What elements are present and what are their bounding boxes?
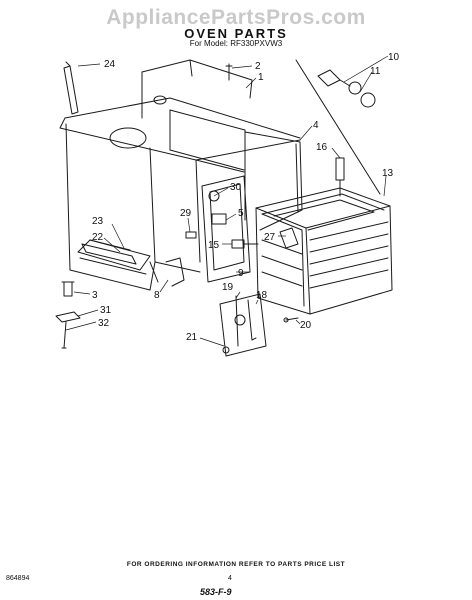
callout-16: 16 [316,142,328,153]
doc-number: 864894 [6,575,30,582]
callout-13: 13 [382,168,394,179]
callout-2: 2 [255,61,261,72]
part-24-strip [63,61,79,115]
callout-5: 5 [238,208,244,219]
watermark: AppliancePartsPros.com [106,6,366,29]
callout-19: 19 [222,282,234,293]
diagram-title: OVEN PARTS [184,26,288,41]
callout-15: 15 [208,240,220,251]
leader-lines [65,55,389,347]
part-31-32-leveler [55,311,81,349]
callout-22: 22 [92,232,104,243]
model-line: For Model: RF330PXVW3 [189,39,283,48]
part-21-screw [222,346,230,354]
callout-9: 9 [238,268,244,279]
callout-27: 27 [264,232,276,243]
part-18-19-element [219,293,267,357]
callout-29: 29 [180,208,192,219]
callout-3: 3 [92,290,98,301]
callout-11: 11 [370,66,381,77]
part-3-foot [61,281,75,297]
callout-20: 20 [300,320,312,331]
callout-1: 1 [258,72,264,83]
part-16-sensor [335,157,345,197]
part-20-screw [283,317,299,323]
page-number: 4 [228,575,232,582]
callout-23: 23 [92,216,104,227]
callout-4: 4 [313,120,319,131]
part-22-23-drawer [81,239,137,265]
part-30-29-brackets [185,190,227,239]
part-27-bracket [279,227,299,249]
oven-cabinet [59,59,303,291]
ordering-note: FOR ORDERING INFORMATION REFER TO PARTS … [126,561,346,568]
oven-liner [255,187,393,315]
part-2-screw [225,63,233,81]
handwritten-mark: 583-F-9 [200,587,232,597]
callout-labels: 24 2 1 10 11 4 16 13 30 5 29 15 27 23 22… [92,52,400,343]
part-8-hinge [149,257,185,287]
part-15-connector [231,239,259,249]
callout-32: 32 [98,318,110,329]
callout-30: 30 [230,182,242,193]
callout-8: 8 [154,290,160,301]
callout-24: 24 [104,59,116,70]
callout-21: 21 [186,332,198,343]
callout-31: 31 [100,305,112,316]
callout-10: 10 [388,52,400,63]
callout-18: 18 [256,290,268,301]
part-10-11-knobs [295,59,381,195]
